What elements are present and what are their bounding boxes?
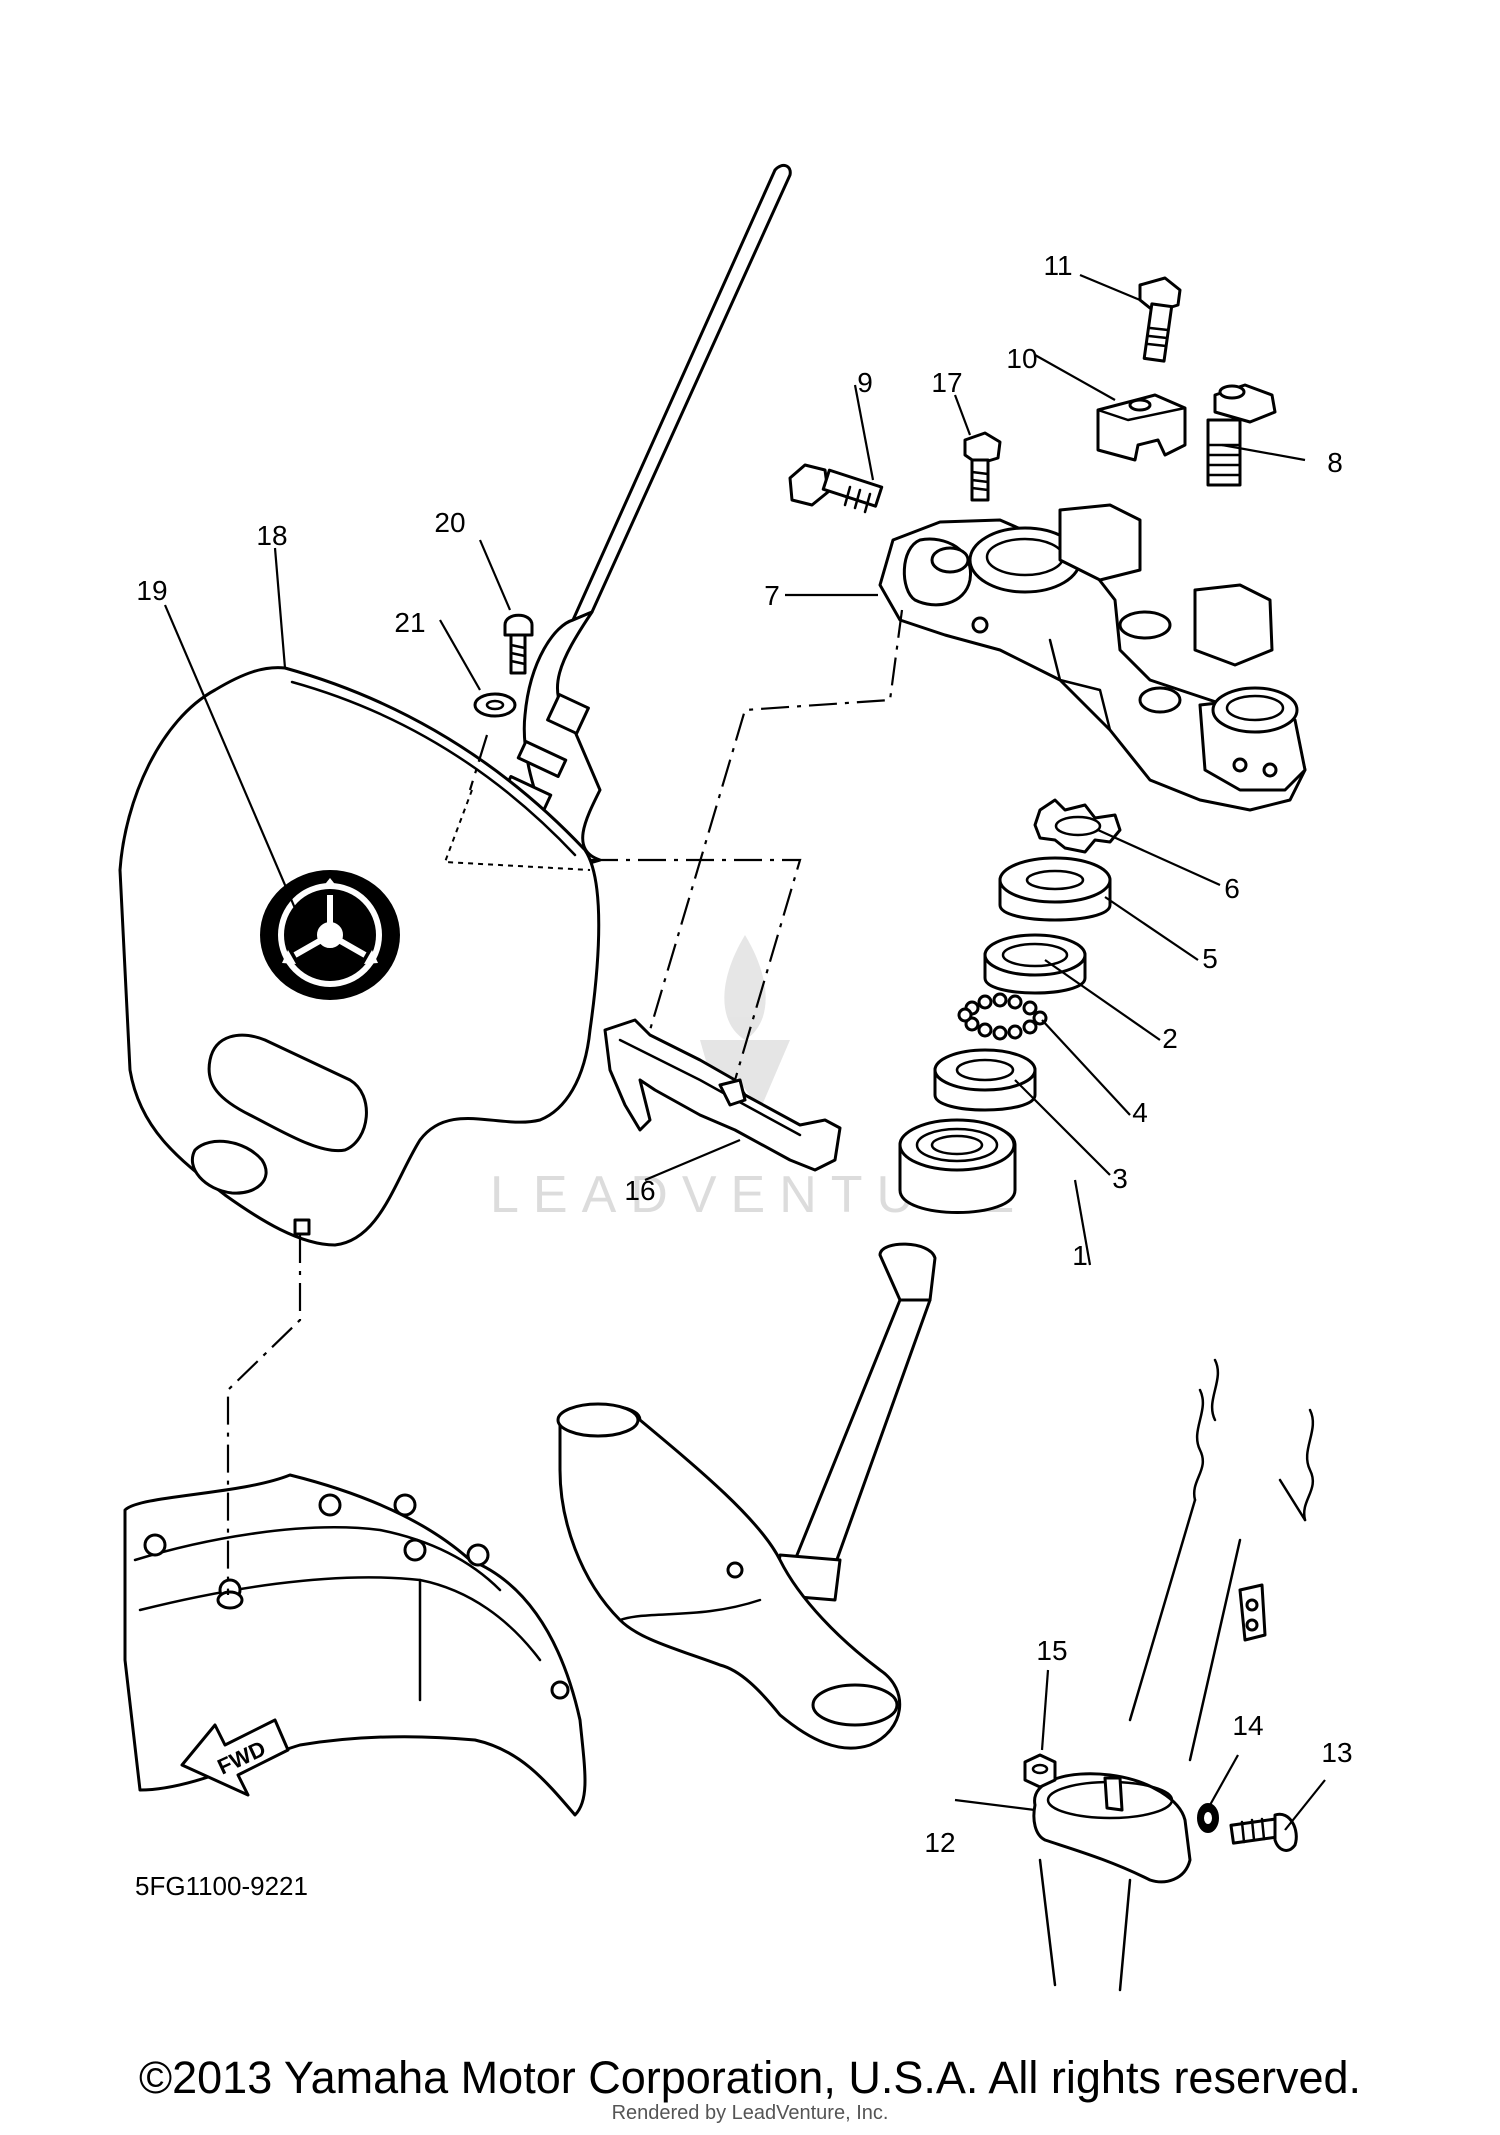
- callout-1: 1: [1072, 1240, 1088, 1271]
- bearing-race-3: [933, 1048, 1037, 1112]
- handlebar-clamp: [1096, 393, 1187, 462]
- cable-guide: [603, 1018, 842, 1172]
- callout-9: 9: [857, 367, 873, 398]
- part-code: 5FG1100-9221: [135, 1871, 308, 1901]
- ball-bearing-ring: [957, 992, 1048, 1041]
- callout-16: 16: [624, 1175, 655, 1206]
- screw-20: [503, 613, 534, 675]
- callout-5: 5: [1202, 943, 1218, 974]
- bolt-13: [1229, 1812, 1298, 1852]
- callout-12: 12: [924, 1827, 955, 1858]
- callout-20: 20: [434, 507, 465, 538]
- upper-bracket: [878, 503, 1307, 812]
- washer-5: [998, 856, 1112, 922]
- bearing-1: [898, 1118, 1017, 1214]
- bolt-17: [963, 431, 1002, 502]
- callout-18: 18: [256, 520, 287, 551]
- washer-14: [1197, 1803, 1219, 1833]
- hose-clamp: [1032, 1772, 1192, 1884]
- callout-10: 10: [1006, 343, 1037, 374]
- rendered-by: Rendered by LeadVenture, Inc.: [611, 2102, 889, 2124]
- fwd-arrow: FWD: [180, 1718, 290, 1797]
- callout-3: 3: [1112, 1163, 1128, 1194]
- callout-8: 8: [1327, 447, 1343, 478]
- callout-15: 15: [1036, 1635, 1067, 1666]
- bolt-11: [1138, 276, 1182, 363]
- copyright-notice: ©2013 Yamaha Motor Corporation, U.S.A. A…: [138, 2052, 1362, 2103]
- callout-2: 2: [1162, 1023, 1178, 1054]
- callout-14: 14: [1232, 1710, 1263, 1741]
- front-fender: [123, 1473, 587, 1817]
- nut-15: [1023, 1753, 1057, 1789]
- yamaha-logo: [260, 870, 400, 1000]
- fork-legs: [1038, 1358, 1315, 1992]
- callout-7: 7: [764, 580, 780, 611]
- callout-21: 21: [394, 607, 425, 638]
- washer-21: [473, 692, 517, 718]
- lock-nut: [1033, 798, 1122, 854]
- callout-13: 13: [1321, 1737, 1352, 1768]
- steering-stem: [556, 1242, 937, 1750]
- callout-4: 4: [1132, 1097, 1148, 1128]
- bolt-9: [788, 463, 884, 514]
- callout-11: 11: [1043, 250, 1072, 281]
- number-plate: [118, 666, 601, 1247]
- callout-6: 6: [1224, 873, 1240, 904]
- callout-17: 17: [931, 367, 962, 398]
- fork-tube: [501, 163, 792, 872]
- bolt-8: [1206, 383, 1277, 487]
- bearing-race-2: [983, 933, 1087, 995]
- callout-19: 19: [136, 575, 167, 606]
